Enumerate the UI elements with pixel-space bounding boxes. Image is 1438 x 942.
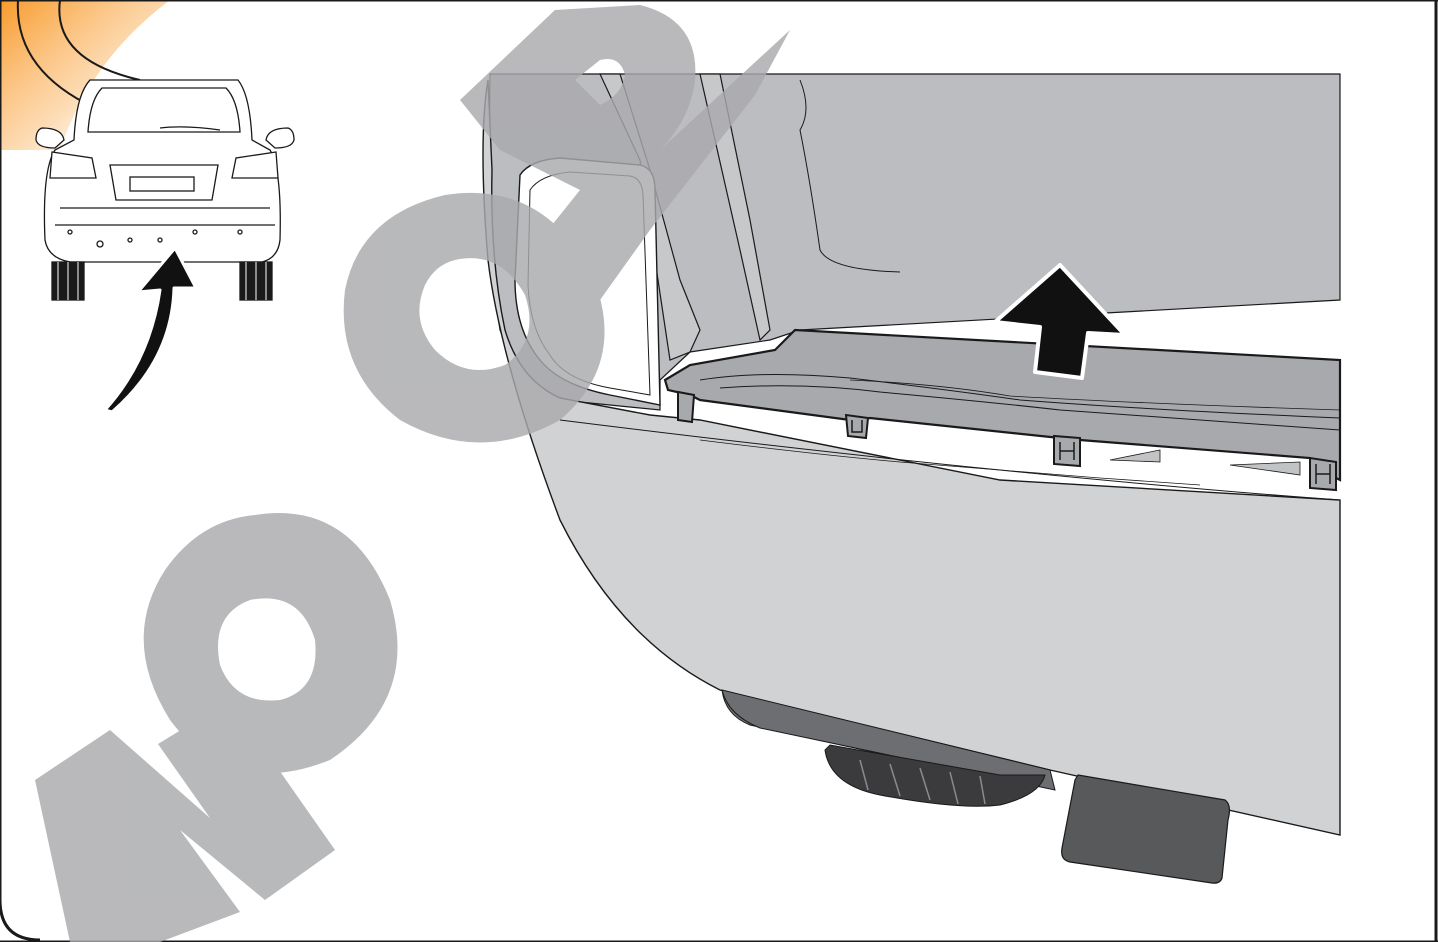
inset-car-license-plate — [129, 176, 195, 192]
sill-ridge-1 — [699, 373, 1341, 419]
inset-car-right-tail-light — [231, 151, 279, 179]
inset-car-wheel-treads — [57, 262, 267, 300]
watermark-letter-r — [460, 5, 790, 300]
spare-tire — [824, 744, 1046, 807]
watermark — [35, 5, 790, 942]
location-pointer-arrow-icon — [103, 246, 198, 414]
sill-ridge-3 — [849, 379, 1341, 411]
sill-trim-panel — [663, 328, 1342, 482]
frame-corner-curve — [0, 899, 41, 942]
trunk-contour — [799, 79, 901, 273]
bumper-recess — [1109, 449, 1301, 476]
watermark-letter-o-2 — [343, 192, 605, 443]
inset-car-right-mirror — [265, 127, 295, 149]
lift-direction-arrow-icon — [993, 263, 1127, 380]
bumper-crease-2 — [699, 439, 1201, 486]
watermark-letter-o-1 — [143, 513, 398, 774]
sill-ridge-2 — [719, 385, 1341, 431]
corner-accent — [0, 0, 170, 150]
inset-frame-curves — [16, 0, 141, 109]
inset-car-wiper — [159, 126, 221, 131]
inset-car-rear-view — [35, 79, 295, 301]
exhaust-tip — [1061, 774, 1231, 884]
clip-details — [851, 420, 1331, 484]
inset-car-left-tail-light — [49, 151, 97, 179]
inset-car-left-mirror — [35, 127, 65, 149]
inset-car-sensors — [67, 229, 243, 248]
inset-car-rear-window — [87, 87, 241, 133]
